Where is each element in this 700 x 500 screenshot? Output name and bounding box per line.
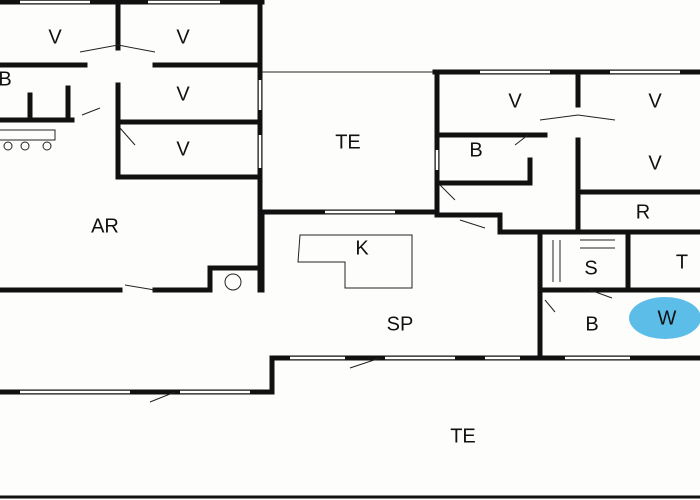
room-label: S (584, 257, 597, 279)
kitchen-counter (297, 234, 413, 289)
doors (0, 44, 616, 403)
room-label: TE (335, 131, 361, 153)
room-label: T (676, 251, 688, 273)
room-labels: V V B V V AR TE K SP V V B V R S T B W T… (0, 26, 688, 447)
room-label: K (355, 237, 369, 259)
room-label: B (0, 68, 12, 90)
room-label: R (636, 201, 650, 223)
room-label: B (585, 313, 598, 335)
room-label: SP (387, 313, 414, 335)
shower (552, 239, 615, 282)
room-label: V (508, 90, 522, 112)
room-label: V (176, 83, 190, 105)
room-label: W (658, 307, 677, 329)
room-label: V (648, 90, 662, 112)
room-label: V (176, 138, 190, 160)
room-label: V (48, 26, 62, 48)
room-label: V (648, 152, 662, 174)
room-label: B (469, 139, 482, 161)
room-label: TE (450, 425, 476, 447)
toilet-icon (224, 273, 242, 291)
w-marker (629, 297, 700, 339)
room-label: AR (91, 215, 119, 237)
room-label: V (176, 26, 190, 48)
table (0, 129, 56, 141)
